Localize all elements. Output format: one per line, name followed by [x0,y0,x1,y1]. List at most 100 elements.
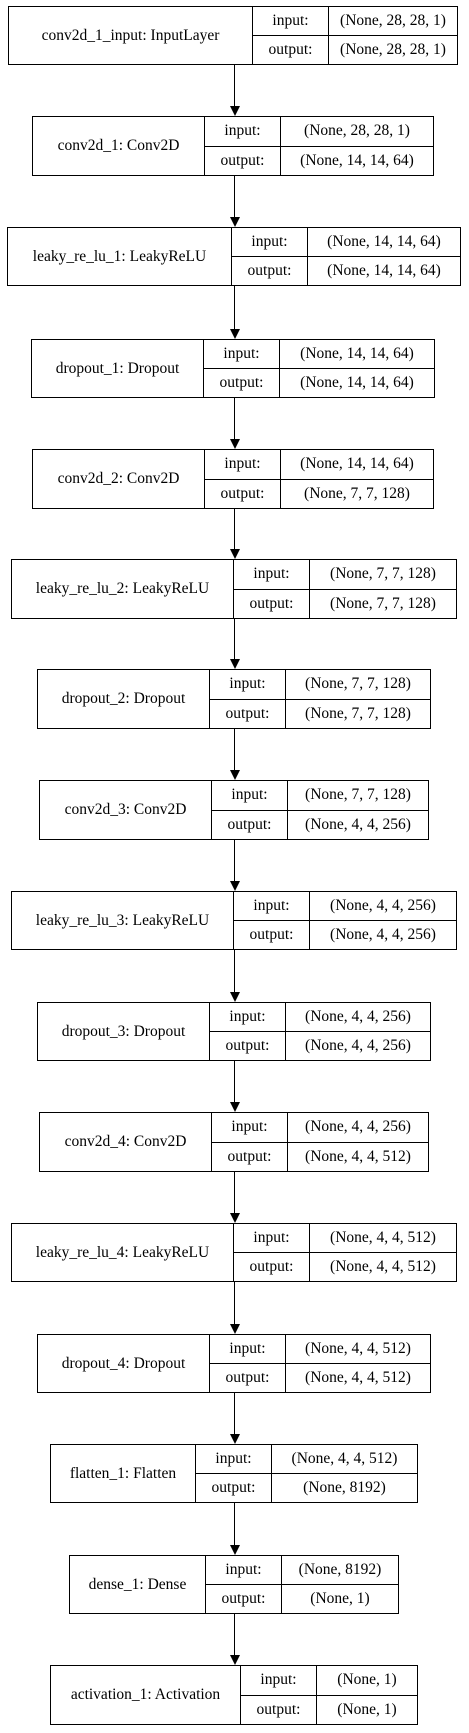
input-label: input: [212,781,287,811]
edge-connector [234,1172,235,1214]
input-label: input: [205,117,280,147]
arrow-head-icon [229,439,240,449]
layer-name: conv2d_1: Conv2D [33,117,205,175]
io-shape-column: (None, 7, 7, 128)(None, 4, 4, 256) [288,781,428,839]
output-label: output: [268,41,313,58]
input-shape: (None, 14, 14, 64) [308,228,460,257]
output-label: output: [249,926,294,943]
io-label-column: input:output: [210,670,286,728]
input-label: input: [212,1113,287,1143]
arrow-head-icon [229,217,240,227]
arrow-head-icon [229,770,240,780]
input-label: input: [210,1335,285,1364]
arrow-head-icon [229,1545,240,1555]
arrow-head-icon [229,106,240,116]
input-shape: (None, 4, 4, 512) [286,1335,430,1364]
layer-name: dropout_4: Dropout [38,1335,210,1392]
io-label-column: input:output: [205,117,281,175]
layer-name: dropout_2: Dropout [38,670,210,728]
output-shape: (None, 4, 4, 256) [305,815,411,833]
arrow-head-icon [229,549,240,559]
io-shape-column: (None, 28, 28, 1)(None, 28, 28, 1) [329,7,457,64]
output-label: output: [256,1700,301,1718]
output-label: output: [249,1258,294,1275]
input-label: input: [205,450,280,480]
output-label: output: [225,1037,270,1054]
arrow-head-icon [229,1434,240,1444]
io-shape-column: (None, 4, 4, 512) (None, 4, 4, 512) [310,1224,456,1281]
input-shape: (None, 1) [317,1666,417,1696]
input-shape: (None, 4, 4, 512) [310,1224,456,1253]
input-shape: (None, 7, 7, 128) [286,670,430,700]
output-label: output: [220,484,265,502]
output-shape: (None, 1) [337,1700,397,1718]
edge-connector [234,176,235,218]
output-shape: (None, 4, 4, 256) [330,926,436,943]
input-shape: (None, 8192) [282,1556,398,1585]
input-label: input: [232,228,307,257]
layer-name: conv2d_1_input: InputLayer [9,7,253,64]
layer-name: dense_1: Dense [70,1556,206,1613]
input-shape: (None, 4, 4, 512) [272,1445,417,1474]
arrow-head-icon [229,881,240,891]
layer-name: conv2d_2: Conv2D [33,450,205,508]
input-shape: (None, 4, 4, 256) [310,892,456,921]
layer-name: leaky_re_lu_3: LeakyReLU [12,892,234,949]
edge-connector [234,950,235,993]
io-label-column: input:output: [210,1335,286,1392]
output-shape: (None, 7, 7, 128) [330,594,436,612]
input-label: input: [196,1445,271,1474]
input-label: input: [234,560,309,590]
io-label-column: input:output: [234,1224,310,1281]
layer-name: conv2d_3: Conv2D [40,781,212,839]
edge-connector [234,1282,235,1325]
io-shape-column: (None, 7, 7, 128)(None, 7, 7, 128) [310,560,456,618]
input-shape: (None, 4, 4, 256) [288,1113,428,1143]
output-shape: (None, 4, 4, 512) [330,1258,436,1275]
output-shape: (None, 7, 7, 128) [304,484,410,502]
output-label: output: [221,1590,266,1607]
io-shape-column: (None, 4, 4, 256) (None, 4, 4, 256) [310,892,456,949]
input-shape: (None, 28, 28, 1) [329,7,457,36]
arrow-head-icon [229,659,240,669]
output-label: output: [227,815,272,833]
io-shape-column: (None, 14, 14, 64)(None, 14, 14, 64) [308,228,460,285]
io-label-column: input:output: [234,892,310,949]
output-label: output: [211,1479,256,1496]
io-label-column: input:output: [241,1666,317,1724]
output-label: output: [219,374,264,391]
edge-connector [234,509,235,550]
edge-connector [234,1393,235,1435]
input-label: input: [204,340,279,369]
io-label-column: input:output: [234,560,310,618]
output-label: output: [225,704,270,722]
io-label-column: input:output: [212,1113,288,1171]
input-shape: (None, 28, 28, 1) [281,117,433,147]
edge-connector [234,286,235,330]
output-shape: (None, 14, 14, 64) [300,374,414,391]
layer-name: activation_1: Activation [51,1666,241,1724]
input-shape: (None, 14, 14, 64) [281,450,433,480]
io-shape-column: (None, 1) (None, 1) [317,1666,417,1724]
layer-name: leaky_re_lu_1: LeakyReLU [8,228,232,285]
output-shape: (None, 4, 4, 512) [305,1147,411,1165]
edge-connector [234,1061,235,1103]
output-shape: (None, 4, 4, 512) [305,1369,411,1386]
io-label-column: input: output: [205,450,281,508]
io-shape-column: (None, 4, 4, 512)(None, 8192) [272,1445,417,1502]
io-label-column: input: output: [204,340,280,397]
output-label: output: [247,262,292,279]
edge-connector [234,65,235,107]
io-shape-column: (None, 28, 28, 1)(None, 14, 14, 64) [281,117,433,175]
edge-connector [234,840,235,882]
edge-connector [234,1503,235,1546]
